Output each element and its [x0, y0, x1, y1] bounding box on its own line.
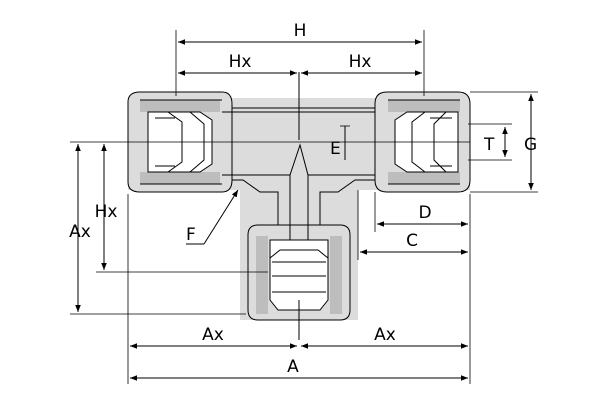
dimension-D: D: [374, 192, 468, 232]
dimension-Ax-vertical: Ax: [69, 141, 246, 315]
dimension-C: C: [357, 190, 468, 260]
label-Hx-top-right: Hx: [349, 52, 372, 72]
label-Hx-vertical: Hx: [95, 202, 118, 222]
label-E: E: [330, 139, 341, 159]
callout-F: F: [186, 189, 239, 245]
label-D: D: [418, 203, 431, 223]
label-A: A: [287, 357, 299, 377]
dimension-Hx-top: Hx Hx: [178, 52, 422, 76]
dimension-Hx-vertical: Hx: [95, 144, 268, 273]
dimension-G: G: [470, 91, 538, 193]
label-Ax-vertical: Ax: [69, 222, 91, 242]
dimension-A: A: [130, 357, 468, 381]
label-G: G: [524, 135, 537, 155]
label-Ax-bottom-right: Ax: [374, 325, 396, 345]
dimension-E: E: [330, 125, 350, 160]
dimension-Ax-bottom: Ax Ax: [127, 194, 471, 384]
label-H: H: [294, 21, 307, 41]
bore-lines: [140, 72, 470, 340]
label-Ax-bottom-left: Ax: [202, 325, 224, 345]
bottom-nut: [247, 224, 351, 321]
dimension-T: T: [468, 123, 512, 161]
label-T: T: [483, 135, 495, 155]
label-C: C: [406, 231, 418, 251]
label-F: F: [186, 225, 196, 245]
dimension-H: H: [175, 21, 425, 96]
label-Hx-top-left: Hx: [229, 52, 252, 72]
